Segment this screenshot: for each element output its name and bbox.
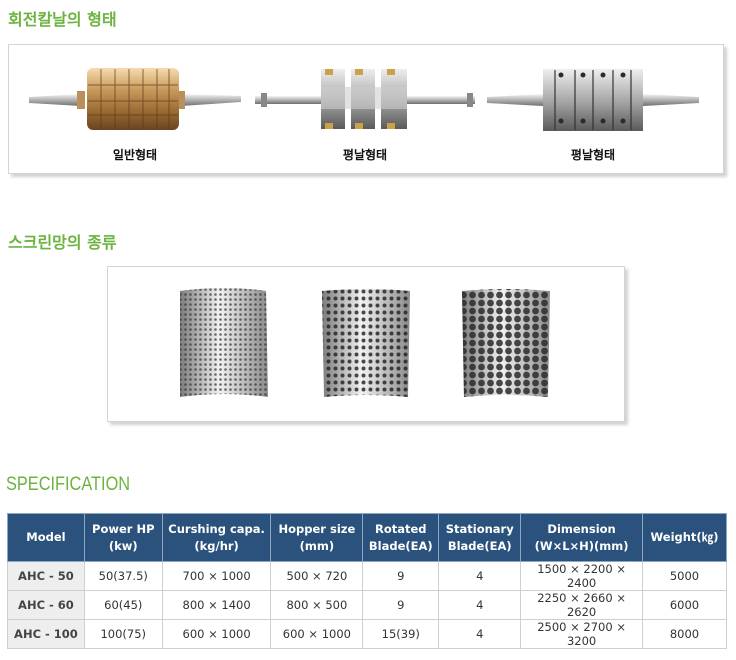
rotor-flat-image-2 (487, 69, 699, 131)
cell-weight: 6000 (641, 590, 728, 620)
header-crushing-capacity: Curshing capa.(kg/hr) (161, 513, 272, 562)
cell-power: 60(45) (83, 590, 163, 620)
cell-capacity: 800 × 1400 (161, 590, 272, 620)
table-row: AHC - 100 100(75) 600 × 1000 600 × 1000 … (7, 619, 728, 649)
cell-dimension: 1500 × 2200 × 2400 (520, 561, 643, 591)
header-dimension: Dimension(W×L×H)(mm) (520, 513, 643, 562)
cell-dimension: 2500 × 2700 × 3200 (520, 619, 643, 649)
cell-rotated-blade: 9 (362, 561, 440, 591)
cell-stationary-blade: 4 (438, 590, 522, 620)
rotor-flat-image-1 (255, 69, 475, 129)
cell-hopper: 600 × 1000 (270, 619, 364, 649)
header-hopper-size: Hopper size(mm) (270, 513, 364, 562)
specification-table: Model Power HP(kw) Curshing capa.(kg/hr)… (7, 513, 728, 649)
cell-rotated-blade: 9 (362, 590, 440, 620)
cell-model: AHC - 100 (7, 619, 85, 649)
cell-stationary-blade: 4 (438, 619, 522, 649)
table-row: AHC - 60 60(45) 800 × 1400 800 × 500 9 4… (7, 590, 728, 620)
rotor-flat-caption-2: 평날형태 (570, 148, 616, 162)
cell-power: 100(75) (83, 619, 163, 649)
header-weight: Weight(㎏) (641, 513, 728, 562)
screen-mesh-section-title: 스크린망의 종류 (8, 233, 117, 252)
rotary-blade-illustrations (29, 68, 699, 131)
cell-capacity: 600 × 1000 (161, 619, 272, 649)
cell-model: AHC - 50 (7, 561, 85, 591)
table-row: AHC - 50 50(37.5) 700 × 1000 500 × 720 9… (7, 561, 728, 591)
screen-mesh-illustrations (180, 288, 550, 397)
rotor-flat-caption-1: 평날형태 (342, 148, 388, 162)
rotor-general-caption: 일반형태 (112, 148, 158, 162)
cell-rotated-blade: 15(39) (362, 619, 440, 649)
cell-hopper: 800 × 500 (270, 590, 364, 620)
screen-mesh-small-holes-image (180, 288, 268, 397)
screen-mesh-large-holes-image (462, 289, 550, 397)
rotary-blade-section-title: 회전칼날의 형태 (8, 10, 117, 29)
header-power: Power HP(kw) (83, 513, 163, 562)
cell-weight: 8000 (641, 619, 728, 649)
header-model: Model (7, 513, 85, 562)
cell-stationary-blade: 4 (438, 561, 522, 591)
screen-mesh-image-panel (107, 266, 625, 422)
screen-mesh-medium-holes-image (322, 289, 410, 397)
rotor-general-image (29, 68, 241, 130)
cell-dimension: 2250 × 2660 × 2620 (520, 590, 643, 620)
rotary-blade-image-panel: 일반형태 평날형태 평날형태 (8, 44, 724, 174)
cell-capacity: 700 × 1000 (161, 561, 272, 591)
specification-title: SPECIFICATION (6, 474, 131, 495)
cell-weight: 5000 (641, 561, 728, 591)
cell-power: 50(37.5) (83, 561, 163, 591)
cell-hopper: 500 × 720 (270, 561, 364, 591)
cell-model: AHC - 60 (7, 590, 85, 620)
table-header-row: Model Power HP(kw) Curshing capa.(kg/hr)… (7, 513, 728, 562)
